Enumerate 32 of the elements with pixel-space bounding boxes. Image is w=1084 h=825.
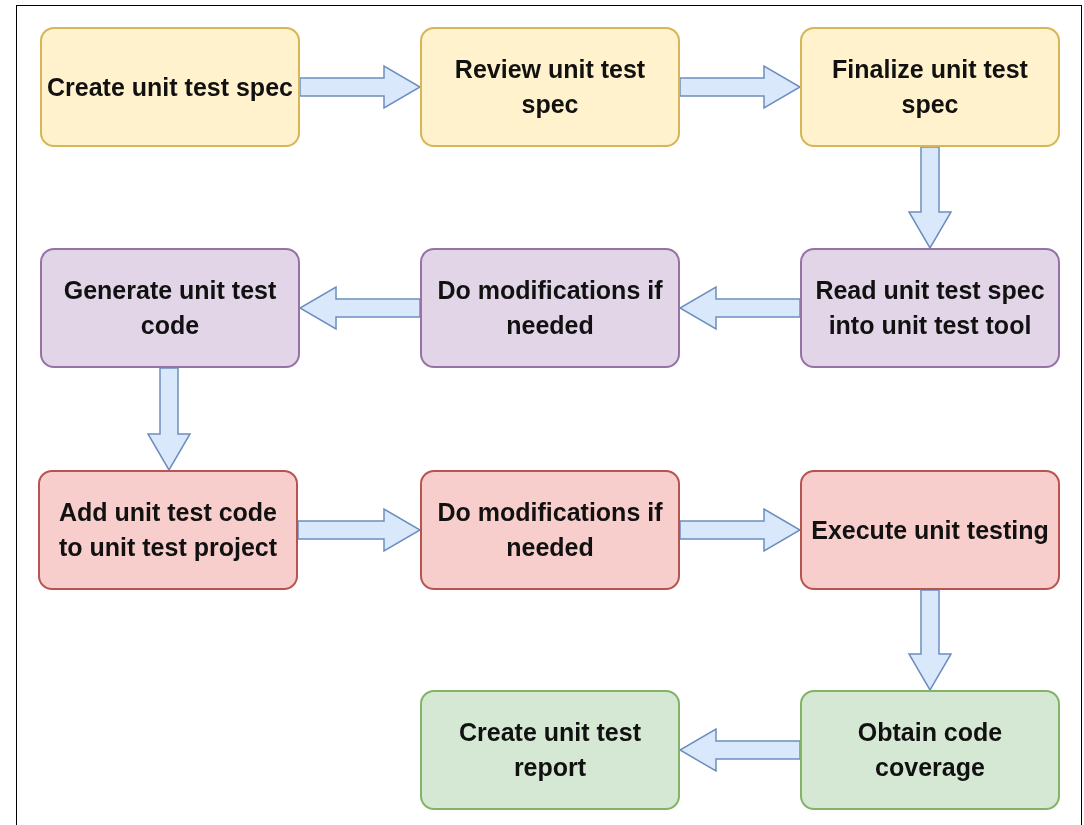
box-label: Add unit test code to unit test project [57,497,279,563]
process-box [800,27,1060,147]
block-arrow [146,367,192,472]
box-label: Create unit test spec [47,71,293,103]
process-box [420,248,680,368]
process-box [420,470,680,590]
box-label: Generate unit test code [62,275,278,341]
process-box [40,248,300,368]
block-arrow [679,507,802,553]
box-label: Do modifications if needed [436,497,664,563]
block-arrow [678,727,801,773]
process-box [800,470,1060,590]
block-arrow [907,146,953,250]
process-box [420,27,680,147]
box-label: Finalize unit test spec [831,54,1029,120]
block-arrow [297,507,422,553]
box-label: Obtain code coverage [856,717,1004,783]
block-arrow [299,64,422,110]
block-arrow [679,64,802,110]
box-label: Execute unit testing [811,514,1049,546]
process-box [38,470,298,590]
box-label: Do modifications if needed [436,275,664,341]
process-box [40,27,300,147]
block-arrow [907,589,953,692]
process-box [420,690,680,810]
block-arrow [298,285,421,331]
process-box [800,690,1060,810]
box-label: Create unit test report [458,717,642,783]
block-arrow [678,285,801,331]
process-box [800,248,1060,368]
box-label: Review unit test spec [453,54,647,120]
box-label: Read unit test spec into unit test tool [814,275,1046,341]
